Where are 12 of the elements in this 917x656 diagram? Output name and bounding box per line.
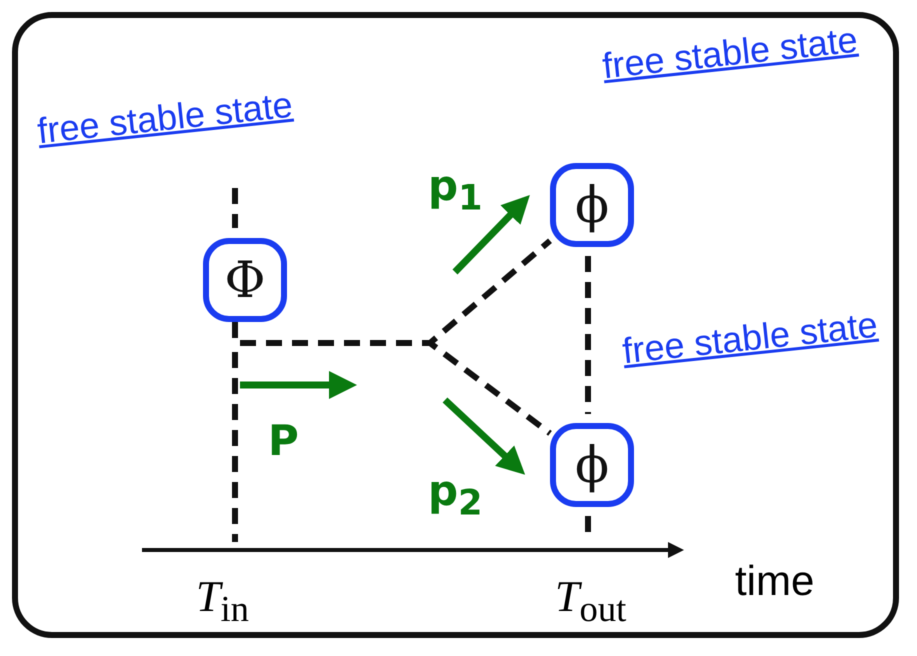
state-caption: free stable state bbox=[619, 302, 880, 374]
state-symbol: Φ bbox=[224, 255, 266, 305]
state-symbol: ϕ bbox=[574, 180, 610, 230]
time-label: T$_{out}$ bbox=[555, 575, 626, 628]
momentum-label: p$_{2}$ bbox=[428, 470, 482, 522]
state-caption: free stable state bbox=[599, 18, 860, 88]
state-caption: free stable state bbox=[34, 82, 296, 154]
time-label: T$_{in}$ bbox=[196, 575, 249, 628]
axis-label: time bbox=[735, 560, 814, 602]
state-symbol: ϕ bbox=[574, 440, 610, 490]
momentum-label: P bbox=[268, 420, 299, 462]
momentum-label: p$_{1}$ bbox=[428, 165, 482, 216]
